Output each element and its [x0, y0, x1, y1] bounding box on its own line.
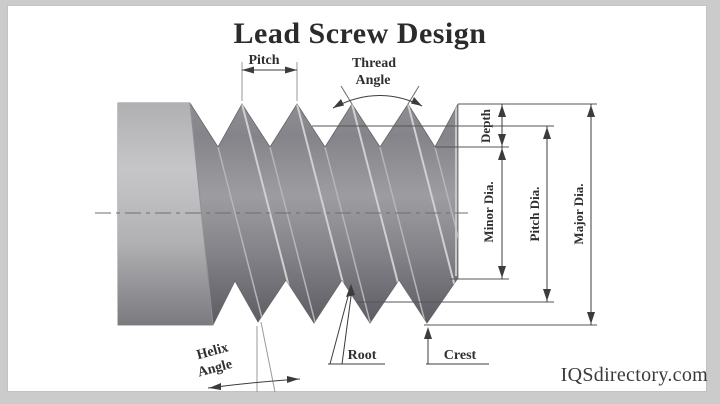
major-dia-dimension: [587, 104, 595, 325]
helix-angle-dimension: [207, 321, 301, 393]
shank-edge: [189, 102, 214, 326]
depth-label: Depth: [478, 108, 493, 143]
shank-face: [118, 103, 213, 325]
pitch-label: Pitch: [248, 53, 279, 68]
thread-angle-label-line1: Thread: [352, 56, 396, 71]
pitch-dia-label: Pitch Dia.: [527, 187, 542, 242]
root-label: Root: [348, 348, 377, 363]
watermark: IQSdirectory.com: [560, 364, 708, 386]
pitch-dimension: [241, 62, 298, 101]
crest-leader: [424, 327, 489, 365]
minor-dia-label: Minor Dia.: [481, 181, 496, 242]
diagram-title: Lead Screw Design: [233, 17, 487, 50]
helix-angle-label: Helix Angle: [195, 340, 234, 380]
crest-label: Crest: [444, 348, 477, 363]
extension-lines: [312, 103, 597, 326]
pitch-dia-dimension: [543, 126, 551, 302]
thread-angle-label-line2: Angle: [356, 73, 391, 88]
root-leader: [328, 284, 385, 365]
major-dia-label: Major Dia.: [571, 183, 586, 244]
depth-dimension: [498, 104, 506, 279]
thread-angle-dimension: [332, 85, 423, 109]
screw-body: [117, 102, 459, 326]
